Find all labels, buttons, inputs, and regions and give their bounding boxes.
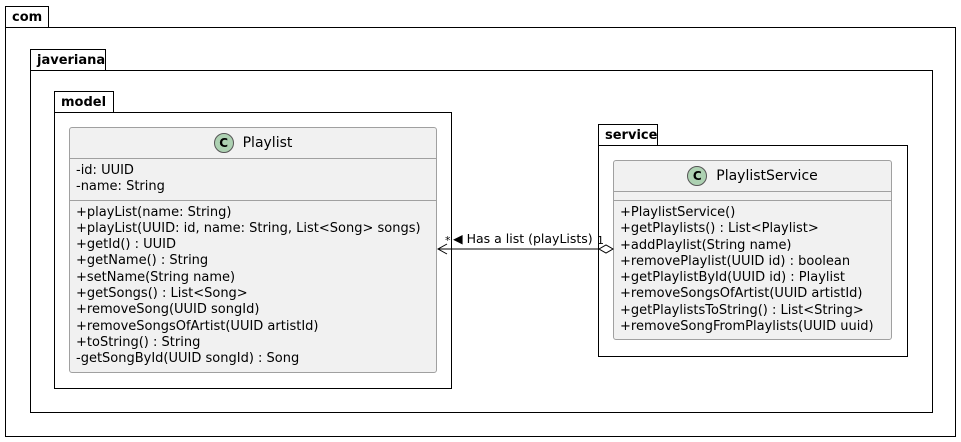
method: +playList(UUID: id, name: String, List<S…	[76, 220, 421, 236]
method: +removeSongsOfArtist(UUID artistId)	[620, 286, 863, 302]
attribute: -name: String	[76, 179, 165, 195]
method: +PlaylistService()	[620, 205, 736, 220]
method: +getPlaylistById(UUID id) : Playlist	[620, 270, 846, 286]
class-playlist-service-name: PlaylistService	[716, 168, 818, 184]
method: +removeSongFromPlaylists(UUID uuid)	[620, 319, 874, 335]
class-playlist[interactable]: C Playlist -id: UUID -name: String +play…	[69, 127, 437, 373]
class-playlist-service[interactable]: C PlaylistService +PlaylistService() +ge…	[613, 160, 892, 340]
package-service-label: service	[605, 128, 658, 143]
class-playlist-attributes: -id: UUID -name: String	[70, 159, 436, 201]
package-com-tab: com	[5, 6, 49, 28]
package-javeriana-tab: javeriana	[30, 49, 106, 71]
class-playlist-name: Playlist	[242, 135, 293, 151]
method: +removeSong(UUID songId)	[76, 302, 260, 318]
method: +getPlaylistsToString() : List<String>	[620, 302, 864, 318]
method: +getName() : String	[76, 253, 209, 269]
target-multiplicity: *	[445, 234, 451, 247]
class-playlist-service-header: C PlaylistService	[614, 161, 891, 192]
class-playlist-header: C Playlist	[70, 128, 436, 159]
class-playlist-service-attributes	[614, 192, 891, 201]
arrowhead-icon	[436, 243, 448, 255]
package-javeriana-label: javeriana	[37, 53, 106, 68]
package-model-tab: model	[54, 91, 114, 113]
method: -getSongById(UUID songId) : Song	[76, 351, 300, 367]
package-com-label: com	[12, 10, 43, 25]
class-playlist-service-methods: +PlaylistService() +getPlaylists() : Lis…	[614, 201, 891, 339]
method: +removePlaylist(UUID id) : boolean	[620, 253, 851, 269]
method: +getPlaylists() : List<Playlist>	[620, 221, 819, 237]
package-model-label: model	[61, 95, 107, 110]
class-icon: C	[687, 166, 708, 186]
class-icon: C	[213, 133, 234, 153]
method: +getSongs() : List<Song>	[76, 286, 248, 302]
method: +removeSongsOfArtist(UUID artistId)	[76, 318, 319, 334]
class-playlist-methods: +playList(name: String) +playList(UUID: …	[70, 201, 436, 372]
attribute: -id: UUID	[76, 163, 134, 178]
method: +getId() : UUID	[76, 237, 176, 253]
relation-label: ◀ Has a list (playLists)	[453, 231, 593, 246]
method: +toString() : String	[76, 334, 201, 350]
aggregation-diamond-icon	[597, 244, 615, 254]
method: +setName(String name)	[76, 269, 236, 285]
package-service-tab: service	[598, 124, 658, 146]
method: +playList(name: String)	[76, 204, 232, 220]
source-multiplicity: 1	[597, 234, 604, 247]
method: +addPlaylist(String name)	[620, 237, 792, 253]
